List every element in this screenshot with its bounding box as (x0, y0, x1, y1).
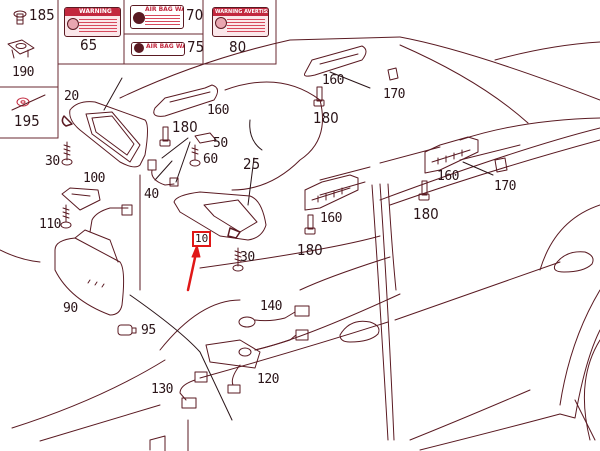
sticker-header: AIR BAG WARNING (131, 6, 183, 14)
clip-50 (194, 132, 217, 144)
screw-60 (189, 144, 201, 167)
label-190: 190 (12, 65, 34, 80)
door-handle-rear (553, 251, 594, 273)
label-160a: 160 (207, 103, 229, 118)
clip-170b (494, 157, 508, 173)
label-180b: 180 (313, 109, 339, 127)
sticker-text-lines (145, 15, 180, 25)
label-140: 140 (260, 299, 282, 314)
label-160b: 160 (322, 73, 344, 88)
harness-140 (238, 305, 310, 328)
sticker-header: WARNING AVERTISSEMENT (213, 8, 268, 16)
warning-symbol-icon (215, 17, 227, 29)
connector-40 (147, 159, 179, 187)
warning-sticker-80: WARNING AVERTISSEMENT (212, 7, 269, 37)
label-185: 185 (29, 6, 55, 24)
leader-lines (103, 71, 494, 421)
label-180c: 180 (413, 205, 439, 223)
airbag-symbol-icon (134, 43, 144, 53)
vehicle-body-outline (0, 36, 600, 451)
screw-180d (304, 214, 316, 235)
label-40: 40 (144, 187, 159, 202)
screw-30a (61, 141, 73, 166)
grab-handle-160c (304, 174, 359, 211)
label-80: 80 (229, 38, 247, 56)
label-65: 65 (80, 36, 98, 54)
highlighted-part-label[interactable]: 10 (192, 231, 212, 247)
label-170b: 170 (494, 179, 516, 194)
interior-lamp-90 (54, 204, 133, 316)
screw-180c (418, 180, 430, 201)
label-110: 110 (39, 217, 61, 232)
warning-symbol-icon (67, 18, 79, 30)
airbag-sticker-75: AIR BAG WARNING (131, 42, 185, 56)
clip-170a (387, 67, 399, 81)
label-30b: 30 (240, 250, 255, 265)
airbag-symbol-icon (133, 12, 145, 24)
label-70: 70 (186, 6, 204, 24)
label-50: 50 (213, 136, 228, 151)
label-30a: 30 (45, 154, 60, 169)
sticker-text-lines (227, 19, 265, 33)
label-60: 60 (203, 152, 218, 167)
harness-130 (179, 371, 208, 409)
sun-visor-25 (173, 191, 267, 241)
airbag-sticker-70: AIR BAG WARNING (130, 5, 184, 29)
sticker-header: AIR BAG WARNING (132, 43, 184, 51)
warning-sticker-65: WARNING (64, 7, 121, 37)
label-160d: 160 (437, 169, 459, 184)
label-100: 100 (83, 171, 105, 186)
harness-120 (205, 329, 309, 394)
label-180d: 180 (297, 241, 323, 259)
sticker-header: WARNING (65, 8, 120, 16)
bolt-185-icon (13, 10, 27, 25)
label-120: 120 (257, 372, 279, 387)
grab-handle-160b (304, 45, 367, 77)
label-90: 90 (63, 301, 78, 316)
bracket-100 (61, 187, 101, 211)
screw-180b (313, 86, 325, 107)
grab-handle-160a (153, 84, 218, 117)
label-130: 130 (151, 382, 173, 397)
screw-180a (159, 126, 171, 147)
label-195: 195 (14, 112, 40, 130)
highlight-arrow (186, 244, 201, 292)
label-160c: 160 (320, 211, 342, 226)
door-handle-front (339, 320, 380, 343)
screw-30b (232, 247, 244, 272)
label-95: 95 (141, 323, 156, 338)
sticker-text-lines (79, 19, 117, 33)
label-170a: 170 (383, 87, 405, 102)
bulb-95 (117, 324, 137, 336)
screw-110 (60, 204, 72, 229)
label-75: 75 (187, 38, 205, 56)
grab-handle-160d (424, 136, 479, 174)
label-180a: 180 (172, 118, 198, 136)
sticker-panel-frame (0, 0, 277, 139)
label-25: 25 (243, 155, 261, 173)
clip-190-icon (7, 39, 35, 59)
label-20: 20 (64, 89, 79, 104)
sun-visor-20 (61, 101, 148, 168)
